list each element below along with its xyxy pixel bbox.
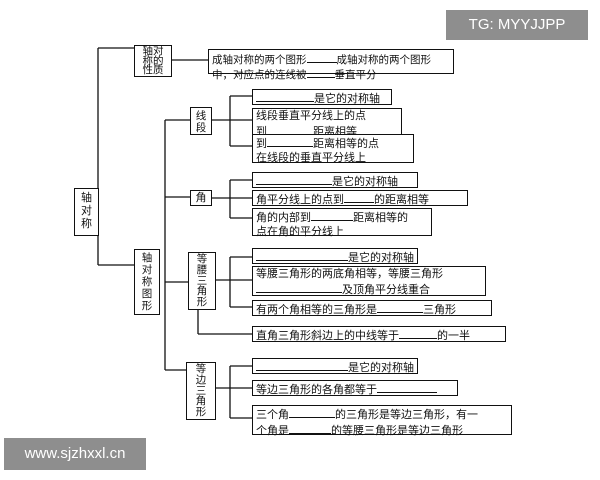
segment-node: 线 段 <box>190 107 212 135</box>
equilateral-item-2: 等边三角形的各角都等于 <box>252 380 458 396</box>
fill-blank <box>256 90 314 102</box>
equilateral-node: 等 边 三 角 形 <box>186 362 216 420</box>
equilateral-item-3: 三个角 的三角形是等边三角形，有一 个角是 的等腰三角形是等边三角形 <box>252 405 512 438</box>
angle-item-1: 是它的对称轴 <box>252 172 418 188</box>
fill-blank <box>256 359 348 371</box>
property-node: 轴对 称的 性质 <box>134 45 172 77</box>
isosceles-node-label: 等 腰 三 角 形 <box>196 253 208 309</box>
segment-item-3-line2: 在线段的垂直平分线上 <box>256 151 366 164</box>
segment-item-1: 是它的对称轴 <box>252 89 392 105</box>
segment-item-2-a: 到 <box>256 125 267 138</box>
angle-item-3: 角的内部到 距离相等的 点在角的平分线上 <box>252 208 432 238</box>
fill-blank <box>306 51 337 63</box>
watermark-top: TG: MYYJJPP <box>446 10 588 40</box>
isosceles-item-4-b: 的一半 <box>437 329 470 342</box>
isosceles-item-3-a: 有两个角相等的三角形是 <box>256 303 377 316</box>
isosceles-item-4-a: 直角三角形斜边上的中线等于 <box>256 329 399 342</box>
equilateral-item-3-b: 的三角形是等边三角形，有一 <box>335 408 478 421</box>
equilateral-item-2-text: 等边三角形的各角都等于 <box>256 383 377 396</box>
segment-item-1-text: 是它的对称轴 <box>314 92 380 105</box>
fill-blank <box>399 327 437 339</box>
equilateral-node-label: 等 边 三 角 形 <box>195 363 207 419</box>
angle-item-2-a: 角平分线上的点到 <box>256 193 344 206</box>
segment-item-2-line1: 线段垂直平分线上的点 <box>256 109 366 122</box>
angle-item-3-line1: 角的内部到 距离相等的 <box>256 209 428 225</box>
angle-item-3-a: 角的内部到 <box>256 211 311 224</box>
property-text-a: 成轴对称的两个图形 <box>212 54 307 66</box>
isosceles-item-4: 直角三角形斜边上的中线等于 的一半 <box>252 326 506 342</box>
angle-item-2: 角平分线上的点到 的距离相等 <box>252 190 468 206</box>
property-node-label: 轴对 称的 性质 <box>142 45 164 76</box>
angle-item-3-line2: 点在角的平分线上 <box>256 225 344 238</box>
fill-blank <box>311 209 353 221</box>
property-text-b: 成轴对称的两个图形中，对应点的连线被 <box>212 54 431 81</box>
isosceles-item-3-b: 三角形 <box>423 303 456 316</box>
fill-blank <box>256 281 342 293</box>
angle-item-3-b: 距离相等的 <box>353 211 408 224</box>
root-node-axial-symmetry: 轴 对 称 <box>74 188 99 236</box>
fill-blank <box>377 381 437 393</box>
segment-item-3: 到 距离相等的点 在线段的垂直平分线上 <box>252 134 414 164</box>
property-text-c: 垂直平分 <box>334 69 377 81</box>
isosceles-item-2: 等腰三角形的两底角相等，等腰三角形 及顶角平分线重合 <box>252 266 486 296</box>
isosceles-node: 等 腰 三 角 形 <box>188 252 216 310</box>
segment-item-3-line1: 到 距离相等的点 <box>256 135 410 151</box>
isosceles-item-2-line1: 等腰三角形的两底角相等，等腰三角形 <box>256 267 443 280</box>
fill-blank <box>306 66 335 78</box>
fill-blank <box>377 301 423 313</box>
equilateral-item-3-line1: 三个角 的三角形是等边三角形，有一 <box>256 406 508 422</box>
fill-blank <box>289 406 335 418</box>
segment-node-label: 线 段 <box>195 110 207 134</box>
isosceles-item-3: 有两个角相等的三角形是 三角形 <box>252 300 492 316</box>
fill-blank <box>344 191 374 203</box>
fill-blank <box>289 422 331 434</box>
angle-node: 角 <box>190 190 212 206</box>
fill-blank <box>256 173 332 185</box>
isosceles-item-2-line2: 及顶角平分线重合 <box>256 281 482 297</box>
angle-item-2-b: 的距离相等 <box>374 193 429 206</box>
root-node-label: 轴 对 称 <box>81 191 92 230</box>
watermark-bottom: www.sjzhxxl.cn <box>4 438 146 470</box>
equilateral-item-1-text: 是它的对称轴 <box>348 361 414 374</box>
equilateral-item-3-c: 个角是 <box>256 424 289 437</box>
equilateral-item-3-line2: 个角是 的等腰三角形是等边三角形 <box>256 422 508 438</box>
angle-item-1-text: 是它的对称轴 <box>332 175 398 188</box>
fill-blank <box>267 135 313 147</box>
fill-blank <box>256 249 348 261</box>
property-text-box: 成轴对称的两个图形成轴对称的两个图形中，对应点的连线被垂直平分 <box>208 49 454 81</box>
segment-item-3-b: 距离相等的点 <box>313 137 379 150</box>
isosceles-item-1: 是它的对称轴 <box>252 248 418 264</box>
equilateral-item-3-d: 的等腰三角形是等边三角形 <box>331 424 463 437</box>
figures-node: 轴 对 称 图 形 <box>134 249 160 315</box>
equilateral-item-3-a: 三个角 <box>256 408 289 421</box>
segment-item-3-a: 到 <box>256 137 267 150</box>
isosceles-item-1-text: 是它的对称轴 <box>348 251 414 264</box>
isosceles-item-2-b: 及顶角平分线重合 <box>342 283 430 296</box>
figures-node-label: 轴 对 称 图 形 <box>141 252 153 312</box>
equilateral-item-1: 是它的对称轴 <box>252 358 418 374</box>
angle-node-label: 角 <box>195 191 207 204</box>
